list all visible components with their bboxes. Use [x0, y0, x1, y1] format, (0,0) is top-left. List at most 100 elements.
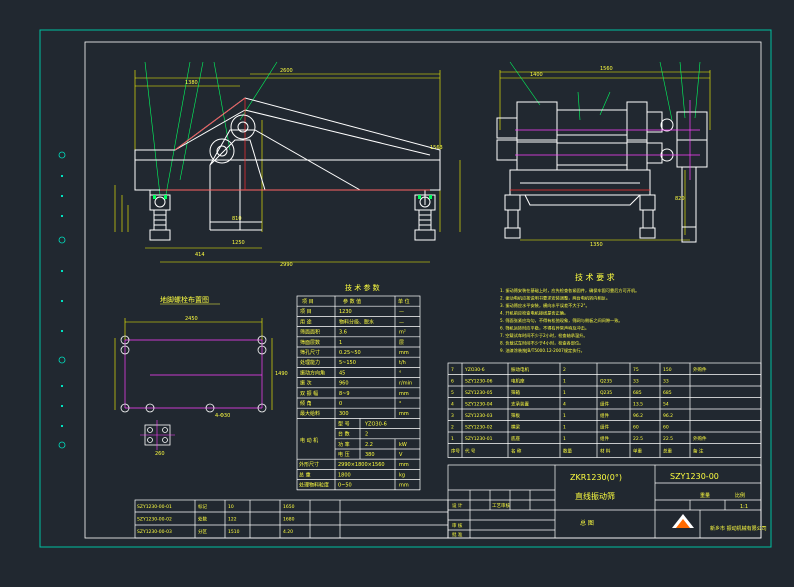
parts-header-cell: 总重: [663, 448, 672, 455]
parts-cell: 7: [451, 367, 454, 373]
front-dim-text: 1380: [185, 80, 198, 86]
parts-cell: 96.2: [663, 413, 673, 419]
front-dimension-lines: [114, 70, 461, 263]
params-row-label: 项 目: [300, 309, 312, 315]
motor-row-value: 2: [365, 432, 368, 438]
motor-row-label: 功 率: [338, 441, 350, 448]
requirement-line: 1. 振动筛安装在基础上时，应先检查各紧固件，确保牢固可靠后方可开机。: [500, 287, 639, 294]
side-centerlines: [515, 100, 700, 180]
parts-cell: 4: [563, 402, 566, 408]
front-dim-text: 1563: [430, 145, 443, 151]
parts-cell: 6: [451, 379, 454, 385]
parts-cell: 组件: [600, 435, 609, 442]
motor-label: 电 动 机: [300, 437, 318, 444]
parts-cell: 筛箱: [511, 389, 520, 396]
params-row-value: 8~9: [339, 391, 350, 397]
params-row-unit: 层: [399, 340, 404, 346]
side-dimension-lines: [499, 70, 711, 241]
parts-cell: Q235: [600, 379, 612, 385]
side-dim-text: 1400: [530, 72, 543, 78]
params-row-label: 筛孔尺寸: [300, 349, 320, 356]
params-tail-unit: mm: [399, 462, 409, 468]
parts-cell: 22.5: [633, 436, 643, 442]
motor-row-label: 型 号: [338, 420, 350, 427]
requirement-line: 2. 振动电机应按说明书要求安装调整，两台电机转向相反。: [500, 295, 610, 302]
parts-cell: 1: [451, 436, 454, 442]
parts-cell: 3: [451, 413, 454, 419]
parts-cell: 横梁: [511, 424, 520, 431]
side-leaders: [509, 61, 701, 121]
parts-cell: 组件: [600, 424, 609, 431]
params-row-label: 用 途: [300, 318, 312, 325]
params-row-value: 300: [339, 411, 349, 417]
parts-cell: 60: [663, 425, 669, 431]
parts-cell: 33: [633, 379, 639, 385]
params-row-unit: °: [399, 370, 402, 376]
parts-cell: SZY1230-03: [465, 413, 493, 419]
revision-cell: SZY1230-00-02: [137, 517, 172, 523]
params-row-unit: m²: [399, 330, 406, 336]
params-row-unit: mm: [399, 411, 409, 417]
review-label: 审 核: [452, 522, 463, 529]
parts-cell: 2: [563, 367, 566, 373]
params-tail-label: 处理物料粒度: [299, 482, 329, 489]
params-row-label: 最大给料: [300, 410, 320, 417]
parts-cell: SZY1230-04: [465, 402, 493, 408]
front-bolts: [153, 195, 432, 199]
motor-row-label: 台 数: [338, 431, 350, 438]
parts-cell: 22.5: [663, 436, 673, 442]
front-dim-text: 2600: [280, 68, 293, 74]
revision-cell: 1680: [283, 517, 295, 523]
params-row-label: 振 次: [300, 380, 312, 387]
params-row-value: 960: [339, 381, 349, 387]
motor-row-unit: kW: [399, 442, 407, 448]
sheet-scale: 1:1: [740, 504, 748, 510]
front-dim-text: 414: [195, 252, 205, 258]
side-dim-text: 820: [675, 196, 685, 202]
params-header-cell: 项 目: [302, 299, 314, 305]
title-block: ZKR1230(0°) 直线振动筛 SZY1230-00 重量 比例 1:1 总…: [447, 464, 767, 539]
parts-cell: 685: [663, 390, 672, 396]
params-row-value: 3.6: [339, 330, 347, 336]
parts-cell: 电机座: [511, 378, 525, 385]
params-row-unit: mm: [399, 391, 409, 397]
parts-cell: 60: [633, 425, 639, 431]
parts-header-cell: 材 料: [600, 448, 611, 455]
assembly-label: 总 图: [580, 519, 594, 527]
params-tail-value: 1800: [338, 472, 351, 478]
front-view: 2990 1380 2600 1563 414 1250 810: [114, 61, 461, 268]
params-tail-value: 0~50: [338, 483, 352, 489]
params-row-label: 双 振 幅: [300, 390, 318, 397]
parts-cell: SZY1230-06: [465, 379, 493, 385]
params-tail-label: 外形尺寸: [299, 461, 319, 468]
parts-header-cell: 代 号: [465, 448, 476, 455]
params-row-value: 5~150: [339, 360, 356, 366]
params-row-value: 物料分级、脱水: [339, 318, 374, 325]
requirement-line: 3. 振动筛应水平安装，横向水平误差不大于2°。: [500, 302, 590, 309]
parts-header-cell: 单重: [633, 448, 642, 455]
plan-dim-text: 260: [155, 451, 165, 457]
parts-cell: 4: [451, 402, 454, 408]
requirement-line: 4. 开机前应检查电机接线是否正确。: [500, 310, 568, 317]
revision-cell: 10: [228, 504, 234, 510]
parts-cell: 1: [563, 413, 566, 419]
side-view: 1400 1560 1350 820: [496, 61, 711, 248]
revision-cell: 4.20: [283, 529, 293, 535]
params-tail-value: 2990×1800×1560: [338, 462, 385, 468]
requirement-line: 7. 空载试车时间不少于2小时，检查轴承温升。: [500, 332, 588, 339]
requirements-title: 技 术 要 求: [575, 272, 615, 282]
motor-row-value: 380: [365, 452, 375, 458]
parts-cell: 外购件: [693, 366, 707, 373]
drawing-number: SZY1230-00: [670, 472, 719, 481]
company-name: 新乡市 振动机械有限公司: [710, 525, 767, 532]
product-name: 直线振动筛: [575, 491, 615, 501]
parts-cell: 支承装置: [511, 401, 529, 408]
revision-cell: 分区: [198, 528, 207, 535]
bolt-plan: 地脚螺栓布置图 2450 1: [114, 295, 288, 457]
front-dim-text: 2990: [280, 262, 293, 268]
parts-cell: YZO30-6: [464, 367, 485, 373]
side-dim-text: 1350: [590, 242, 603, 248]
params-row-label: 倾 角: [300, 400, 312, 407]
